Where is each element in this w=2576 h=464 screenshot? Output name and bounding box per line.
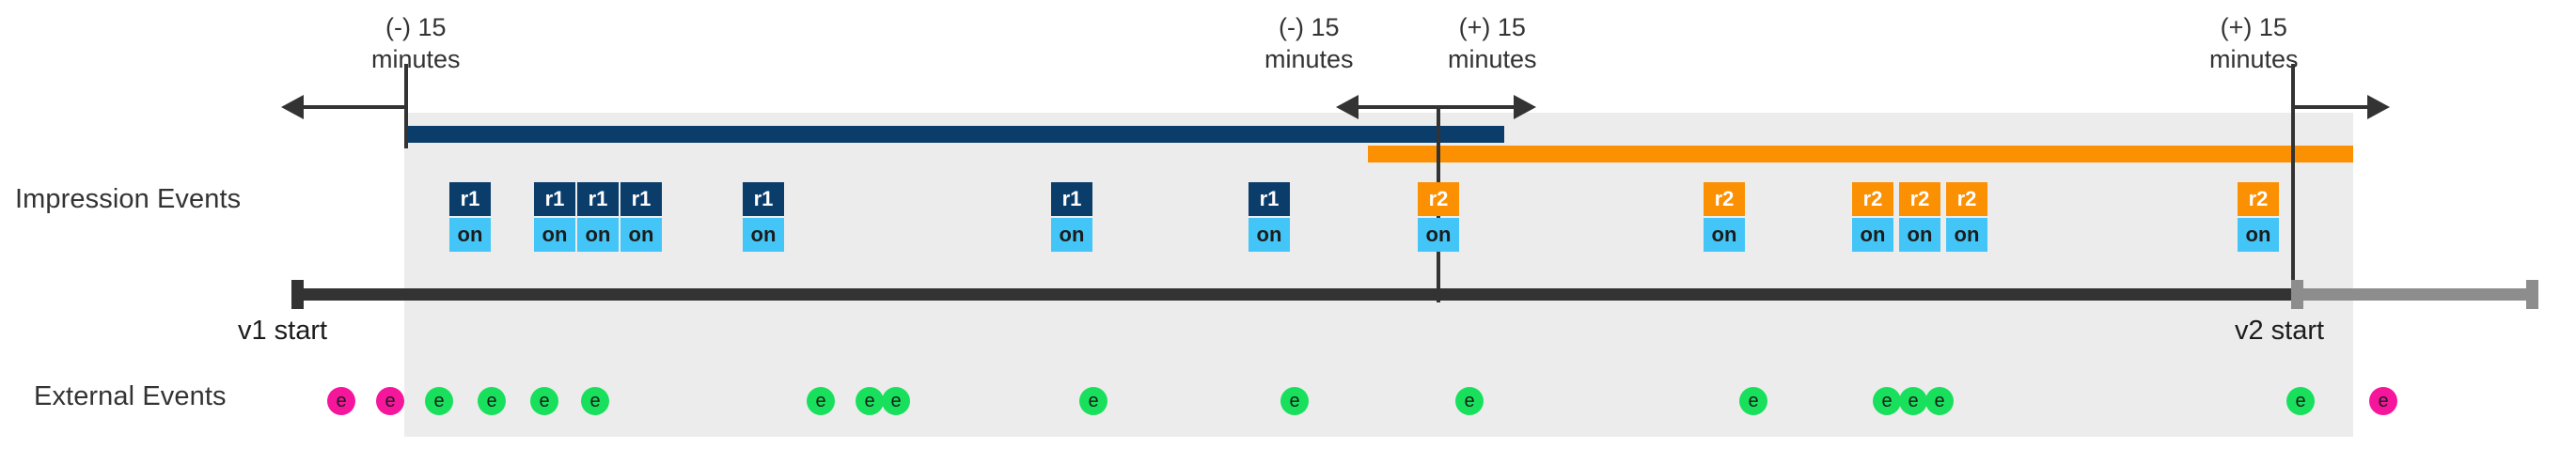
- external-event-dot-green: e: [478, 387, 506, 415]
- external-event-dot-green: e: [1739, 387, 1767, 415]
- impression-chip-on: on: [1704, 218, 1745, 252]
- callout-arrow-shaft-right-plus: [2291, 105, 2367, 109]
- callout-arrowhead-mid-plus: [1514, 95, 1536, 119]
- external-event-dot-green: e: [425, 387, 453, 415]
- impression-chip-r2: r2: [1418, 182, 1459, 216]
- impression-chip-on: on: [1899, 218, 1940, 252]
- impression-chip-on: on: [1946, 218, 1987, 252]
- v2-end-cap: [2526, 280, 2538, 309]
- external-event-dot-pink: e: [2369, 387, 2397, 415]
- external-event-dot-green: e: [2286, 387, 2315, 415]
- callout-tick-left-minus: [404, 64, 408, 148]
- callout-arrow-shaft-left-minus: [304, 105, 404, 109]
- callout-unit-mid-plus: minutes: [1448, 45, 1537, 73]
- v1-start-caption: v1 start: [238, 316, 328, 346]
- external-event-dot-green: e: [1925, 387, 1954, 415]
- callout-tick-right-plus: [2291, 64, 2295, 301]
- external-event-dot-green: e: [530, 387, 558, 415]
- impression-chip-r1: r1: [1051, 182, 1092, 216]
- impression-chip-on: on: [1418, 218, 1459, 252]
- impression-chip-on: on: [1051, 218, 1092, 252]
- callout-arrow-shaft-mid-minus: [1359, 105, 1437, 109]
- callout-arrowhead-mid-minus: [1336, 95, 1359, 119]
- impression-events-row-label: Impression Events: [15, 184, 242, 214]
- callout-sign-mid-minus: (-) 15: [1279, 13, 1340, 41]
- callout-unit-mid-minus: minutes: [1264, 45, 1354, 73]
- callout-text-mid-minus: (-) 15 minutes: [1264, 11, 1354, 75]
- impression-chip-r2: r2: [1704, 182, 1745, 216]
- impression-chip-r2: r2: [1899, 182, 1940, 216]
- callout-arrowhead-right-plus: [2367, 95, 2390, 119]
- impression-chip-r1: r1: [577, 182, 619, 216]
- impression-chip-on: on: [620, 218, 662, 252]
- callout-text-mid-plus: (+) 15 minutes: [1448, 11, 1537, 75]
- v1-timeline-segment: [291, 288, 2298, 301]
- external-event-dot-green: e: [581, 387, 609, 415]
- impression-chip-r1: r1: [620, 182, 662, 216]
- impression-chip-on: on: [449, 218, 491, 252]
- callout-sign-right-plus: (+) 15: [2220, 13, 2287, 41]
- external-event-dot-green: e: [1455, 387, 1484, 415]
- impression-chip-r2: r2: [1852, 182, 1893, 216]
- v1-start-cap: [291, 280, 304, 309]
- external-event-dot-pink: e: [327, 387, 355, 415]
- impression-chip-on: on: [2238, 218, 2279, 252]
- callout-sign-left-minus: (-) 15: [385, 13, 447, 41]
- impression-chip-r1: r1: [449, 182, 491, 216]
- impression-chip-r2: r2: [2238, 182, 2279, 216]
- callout-arrowhead-left-minus: [281, 95, 304, 119]
- impression-chip-on: on: [534, 218, 575, 252]
- callout-unit-right-plus: minutes: [2209, 45, 2299, 73]
- r2-attribution-bar: [1368, 146, 2353, 162]
- callout-sign-mid-plus: (+) 15: [1458, 13, 1526, 41]
- external-event-dot-green: e: [856, 387, 884, 415]
- external-event-dot-green: e: [807, 387, 835, 415]
- callout-unit-left-minus: minutes: [371, 45, 461, 73]
- r1-attribution-bar: [404, 126, 1504, 143]
- v2-start-cap: [2291, 280, 2303, 309]
- callout-text-left-minus: (-) 15 minutes: [371, 11, 461, 75]
- impression-chip-r1: r1: [743, 182, 784, 216]
- impression-chip-on: on: [1249, 218, 1290, 252]
- external-event-dot-green: e: [1280, 387, 1309, 415]
- callout-text-right-plus: (+) 15 minutes: [2209, 11, 2299, 75]
- impression-chip-on: on: [577, 218, 619, 252]
- callout-arrow-shaft-mid-plus: [1437, 105, 1514, 109]
- external-event-dot-green: e: [1079, 387, 1107, 415]
- external-event-dot-green: e: [1873, 387, 1901, 415]
- impression-chip-on: on: [1852, 218, 1893, 252]
- impression-chip-r1: r1: [534, 182, 575, 216]
- active-window-band: [404, 113, 2353, 437]
- impression-chip-r1: r1: [1249, 182, 1290, 216]
- external-events-row-label: External Events: [34, 381, 227, 411]
- v2-timeline-segment: [2294, 288, 2538, 301]
- external-event-dot-green: e: [882, 387, 910, 415]
- external-event-dot-green: e: [1899, 387, 1927, 415]
- v2-start-caption: v2 start: [2235, 316, 2325, 346]
- external-event-dot-pink: e: [376, 387, 404, 415]
- impression-chip-r2: r2: [1946, 182, 1987, 216]
- impression-chip-on: on: [743, 218, 784, 252]
